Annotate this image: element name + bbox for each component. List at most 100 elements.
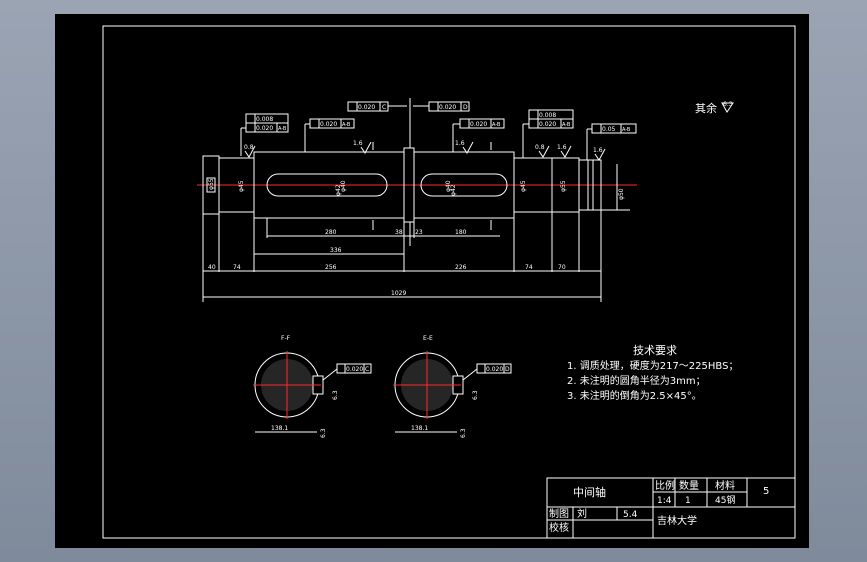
roughness-mark — [360, 141, 372, 154]
dim-40: 40 — [208, 264, 216, 271]
section-label: E-E — [423, 335, 433, 342]
qty-value: 1 — [685, 496, 691, 506]
section-tolerance-frame — [336, 363, 372, 374]
section-dim: 138.1 — [411, 425, 428, 432]
diameter-label: φ50 — [618, 188, 625, 200]
section-roughness: 6.3 — [460, 428, 467, 438]
sheet-number: 5 — [763, 486, 769, 497]
drawing-frame — [102, 25, 796, 539]
diameter-label: φ45 — [520, 180, 527, 192]
remaining-roughness-value: 6.3 — [723, 101, 733, 108]
tolerance-value: 0.020 — [358, 104, 375, 111]
diameter-label: φ40 — [340, 180, 347, 192]
tolerance-value: 0.008 — [256, 116, 273, 123]
tolerance-datum: A-B — [622, 127, 631, 133]
tolerance-frames: 0.020 C 0.020 D 0.008 0.020 A-B 0.020 A-… — [240, 101, 637, 160]
drawn-date: 5.4 — [623, 510, 638, 520]
shaft-view: φ55 φ45 φ42 φ40 φ40 φ42 φ45 φ55 φ50 0.8 … — [197, 98, 637, 246]
tolerance-value: 0.05 — [602, 126, 616, 133]
dim-70: 70 — [558, 264, 566, 271]
dim-total: 1029 — [391, 290, 406, 297]
tolerance-value: 0.020 — [256, 125, 273, 132]
tolerance-value: 0.020 — [439, 104, 456, 111]
center-hole-left — [206, 177, 216, 193]
title-block-frame — [546, 477, 796, 539]
diameter-label: φ40 — [445, 180, 452, 192]
diameter-label: φ42 — [450, 184, 457, 196]
tolerance-datum: C — [382, 104, 386, 111]
requirement-item: 1. 调质处理，硬度为217～225HBS； — [567, 359, 738, 372]
material-label: 材料 — [715, 479, 735, 492]
dim-256: 256 — [325, 264, 337, 271]
qty-label: 数量 — [679, 479, 699, 492]
section-roughness: 6.3 — [332, 390, 339, 400]
tolerance-value: 0.020 — [470, 121, 487, 128]
diameter-label: φ42 — [335, 184, 342, 196]
roughness-value: 1.6 — [455, 140, 465, 147]
dim-180: 180 — [455, 229, 467, 236]
drawn-label: 制图 — [549, 507, 569, 520]
material-value: 45钢 — [715, 494, 735, 506]
section-tolerance-datum: D — [505, 366, 510, 373]
section-roughness: 6.3 — [320, 428, 327, 438]
section-dim: 138.1 — [271, 425, 288, 432]
part-name: 中间轴 — [573, 485, 606, 499]
checked-label: 校核 — [549, 521, 569, 534]
tolerance-value: 0.020 — [539, 121, 556, 128]
roughness-mark — [538, 145, 550, 158]
roughness-mark — [462, 141, 474, 154]
diameter-label: φ45 — [238, 180, 245, 192]
tolerance-datum: A-B — [342, 122, 351, 128]
keyway-left — [266, 173, 388, 197]
section-leader — [322, 368, 338, 381]
dim-336: 336 — [330, 247, 342, 254]
roughness-value: 1.6 — [557, 144, 567, 151]
tolerance-value: 0.008 — [539, 112, 556, 119]
section-tolerance-frame — [476, 363, 512, 374]
section-tolerance-datum: C — [365, 366, 369, 373]
tolerance-datum: A-B — [492, 122, 501, 128]
dim-74: 74 — [233, 264, 241, 271]
title-block: 中间轴 比例 数量 材料 5 1:4 1 45钢 制图 刘 5.4 校核 吉林大… — [546, 477, 796, 539]
section-tolerance: 0.020 — [486, 366, 503, 373]
remaining-roughness-note: 其余 — [695, 101, 717, 115]
requirement-item: 3. 未注明的倒角为2.5×45°。 — [567, 389, 702, 402]
dimensions: 280 38 23 180 336 40 74 256 226 74 70 10… — [202, 210, 602, 302]
roughness-value: 0.8 — [535, 144, 545, 151]
section-roughness: 6.3 — [472, 390, 479, 400]
dim-38: 38 — [395, 229, 403, 236]
section-tolerance: 0.020 — [346, 366, 363, 373]
roughness-mark — [244, 145, 256, 158]
shaft-segment-right-end — [578, 159, 602, 211]
dim-226: 226 — [455, 264, 467, 271]
section-leader — [462, 368, 478, 381]
tolerance-value: 0.020 — [320, 121, 337, 128]
roughness-value: 1.6 — [593, 147, 603, 154]
roughness-value: 1.6 — [353, 140, 363, 147]
scale-label: 比例 — [655, 479, 675, 492]
keyway-right — [420, 173, 508, 197]
cad-drawing: 其余 6.3 φ55 φ45 φ42 φ40 φ40 φ42 — [102, 25, 796, 539]
section-view-right: E-E 0.020 D 138.1 6.3 6.3 — [393, 335, 512, 438]
section-label: F-F — [281, 335, 291, 342]
roughness-value: 0.8 — [244, 144, 254, 151]
dim-23: 23 — [415, 229, 423, 236]
diameter-label: φ55 — [560, 180, 567, 192]
diameter-label: φ55 — [208, 178, 215, 190]
drawn-by: 刘 — [577, 508, 587, 520]
requirements-title: 技术要求 — [633, 344, 677, 357]
dim-74b: 74 — [525, 264, 533, 271]
school-name: 吉林大学 — [657, 514, 697, 527]
section-view-left: F-F 0.020 C 138.1 6.3 6.3 — [253, 335, 372, 438]
scale-value: 1:4 — [657, 496, 672, 506]
dim-280: 280 — [325, 229, 337, 236]
tolerance-datum: A-B — [278, 126, 287, 132]
roughness-mark — [560, 145, 572, 158]
tolerance-datum: D — [463, 104, 468, 111]
roughness-mark — [594, 148, 606, 161]
drawing-sheet: 其余 6.3 φ55 φ45 φ42 φ40 φ40 φ42 — [55, 14, 809, 548]
tolerance-datum: A-B — [562, 122, 571, 128]
technical-requirements: 技术要求 1. 调质处理，硬度为217～225HBS； 2. 未注明的圆角半径为… — [567, 344, 738, 402]
requirement-item: 2. 未注明的圆角半径为3mm； — [567, 374, 706, 387]
roughness-symbol — [721, 102, 734, 113]
